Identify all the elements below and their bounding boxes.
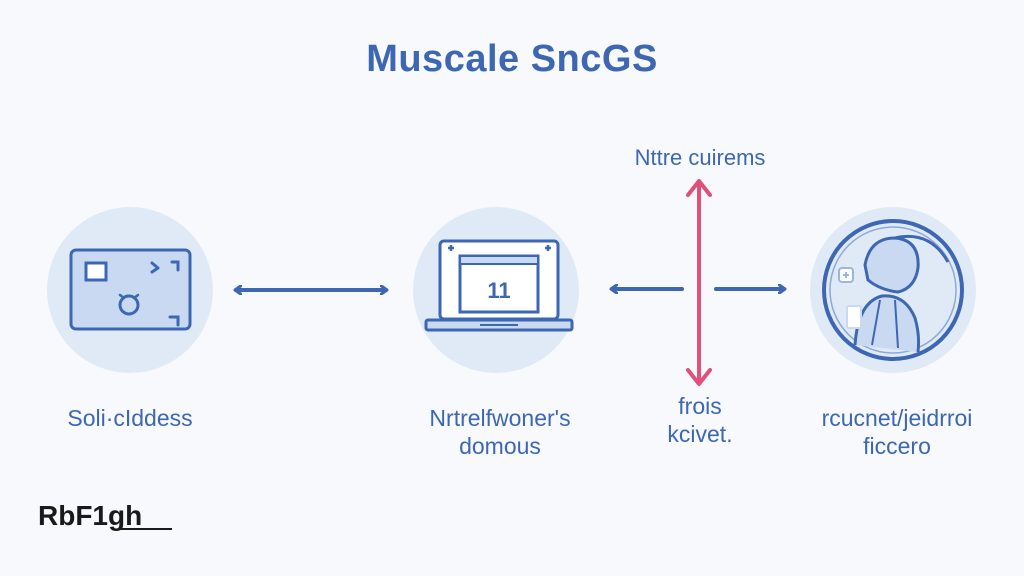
node-label-4-line-2: ficcero (863, 433, 931, 459)
top-label: Nttre cuirems (634, 145, 766, 170)
card-icon (69, 248, 192, 331)
node-label-3: frois kcivet. (620, 392, 780, 448)
node-label-2-line-1: Nrtrelfwoner's (429, 405, 571, 431)
person-icon (822, 219, 964, 361)
logo-underline (118, 528, 172, 530)
node-label-2-line-2: domous (459, 433, 541, 459)
node-label-1: Soli·cIddess (20, 404, 240, 432)
node-label-4-line-1: rcucnet/jeidrroi (821, 405, 973, 431)
diagram-title: Muscale SncGS (366, 38, 658, 80)
node-label-3-line-2: kcivet. (667, 421, 733, 447)
vertical-arrow-icon (686, 179, 712, 386)
node-label-1-line-1: Soli·cIddess (67, 405, 193, 431)
node-label-3-line-1: frois (678, 393, 722, 419)
laptop-icon: 11 (424, 239, 574, 332)
laptop-screen-text: 11 (487, 278, 510, 303)
brand-logo: RbF1gh (38, 500, 143, 531)
node-label-2: Nrtrelfwoner's domous (380, 404, 620, 460)
node-label-4: rcucnet/jeidrroi ficcero (790, 404, 1004, 460)
